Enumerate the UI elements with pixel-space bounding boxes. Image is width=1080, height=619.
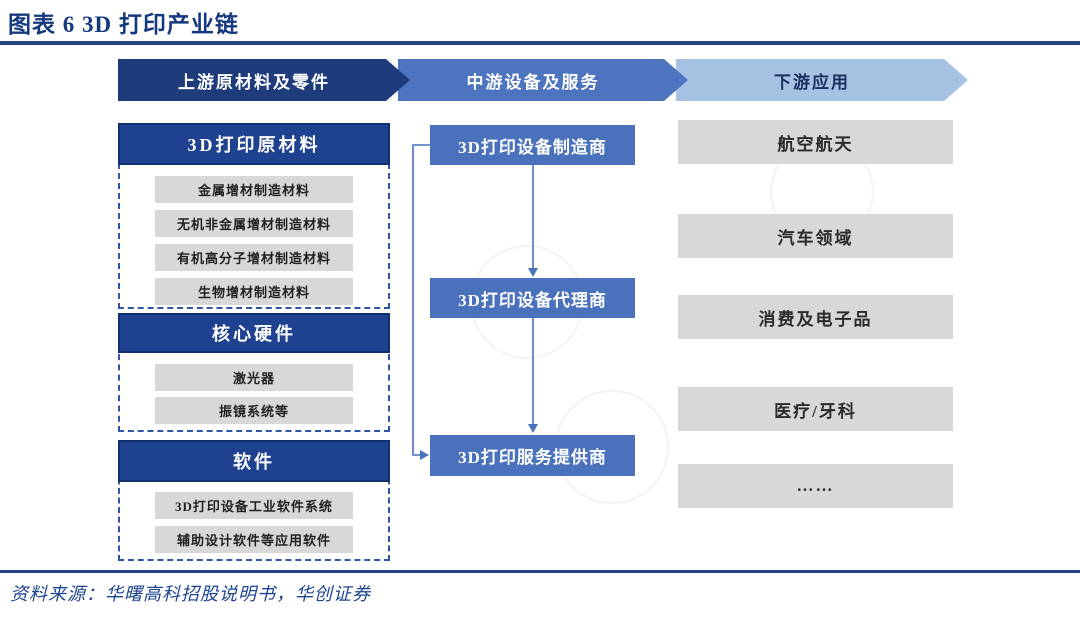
bottom-divider [0,570,1080,573]
app-medical-dental: 医疗/牙科 [678,387,953,431]
section-raw-materials: 3D打印原材料 金属增材制造材料 无机非金属增材制造材料 有机高分子增材制造材料… [118,123,390,309]
section-core-hardware: 核心硬件 激光器 振镜系统等 [118,313,390,432]
figure-title: 图表 6 3D 打印产业链 [8,12,239,37]
section-software-items: 3D打印设备工业软件系统 辅助设计软件等应用软件 [120,482,388,553]
title-divider [0,41,1080,45]
item-bio-materials: 生物增材制造材料 [155,278,353,305]
app-aerospace: 航空航天 [678,120,953,164]
item-polymer-materials: 有机高分子增材制造材料 [155,244,353,271]
section-core-hardware-items: 激光器 振镜系统等 [120,353,388,424]
chain-header-midstream: 中游设备及服务 [398,59,688,101]
item-design-software: 辅助设计软件等应用软件 [155,526,353,553]
app-automotive: 汽车领域 [678,214,953,258]
item-inorganic-materials: 无机非金属增材制造材料 [155,210,353,237]
app-others-ellipsis: …… [678,464,953,508]
item-laser: 激光器 [155,364,353,391]
chain-header-downstream: 下游应用 [676,59,968,101]
section-software: 软件 3D打印设备工业软件系统 辅助设计软件等应用软件 [118,440,390,561]
section-raw-materials-items: 金属增材制造材料 无机非金属增材制造材料 有机高分子增材制造材料 生物增材制造材… [120,165,388,305]
section-software-header: 软件 [118,440,390,482]
item-galvo-system: 振镜系统等 [155,397,353,424]
chain-header-upstream: 上游原材料及零件 [118,59,410,101]
node-equipment-manufacturer: 3D打印设备制造商 [430,125,635,165]
item-metal-materials: 金属增材制造材料 [155,176,353,203]
node-service-provider: 3D打印服务提供商 [430,435,635,476]
section-raw-materials-header: 3D打印原材料 [118,123,390,165]
source-note: 资料来源：华曙高科招股说明书，华创证券 [10,584,371,604]
app-consumer-electronics: 消费及电子品 [678,295,953,339]
section-core-hardware-header: 核心硬件 [118,313,390,353]
node-equipment-agent: 3D打印设备代理商 [430,278,635,318]
item-industrial-software: 3D打印设备工业软件系统 [155,492,353,519]
